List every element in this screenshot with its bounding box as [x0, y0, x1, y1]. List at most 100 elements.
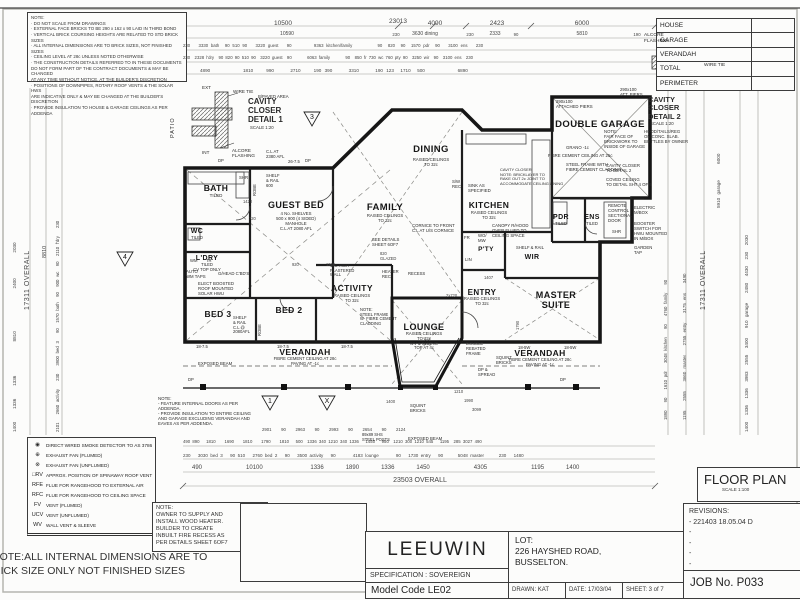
room-ens: ENS [584, 214, 600, 221]
detail1-ext-label: EXT [202, 85, 211, 90]
rfc-symbol: RFC [31, 492, 44, 498]
dim-190: 190 [633, 32, 641, 37]
areas-row-house: HOUSE [656, 17, 752, 34]
dimension-lines [29, 25, 759, 487]
cl-2380-label: C.L AT 2380 AFL [266, 149, 285, 159]
ghead-cbds-note: G/HEAD C'BD'S [218, 271, 250, 276]
dim-bottom-row1: 490 890 1810 1690 1810 1790 1810 500 133… [183, 439, 482, 444]
general-notes-box: NOTE: · DO NOT SCALE FROM DRAWINGS · EXT… [27, 12, 187, 116]
legend-box: ◉DIRECT WIRED SMOKE DETECTOR TO AS 3786 … [27, 437, 156, 536]
legend-label: FLUE FOR RANGEHOOD TO CEILING SPACE [46, 492, 146, 498]
brick-size-note-line2: BRICK SIZE ONLY NOT FINISHED SIZES [0, 565, 185, 577]
room-wc: WC [190, 228, 204, 235]
room-verandah-right-sub: FIBRE CEMENT CEILING AT 28c PAVING AT -1… [508, 357, 572, 367]
dim-90a: 90 [513, 32, 519, 37]
detail2-scale: SCALE 1:20 [650, 121, 674, 126]
wall-oven-label: WO/ MW [478, 233, 487, 243]
lot-label: LOT: [515, 535, 533, 545]
alcore-flashing-label: ALCORE FLASHING [644, 33, 668, 44]
shelf-rail-wir-note: SHELF & RAIL [516, 245, 544, 250]
revision-dash: - [689, 560, 692, 568]
title-block-logo-cell [240, 503, 367, 582]
room-ptry: P'TY [478, 246, 494, 253]
pitch-18-5w-a: 18-5W [518, 345, 531, 350]
revision-dash: - [689, 529, 692, 536]
areas-row-perimeter: PERIMETER [656, 75, 752, 92]
attached-piers-note-2: 290x100 ATT. PIERS [620, 87, 643, 97]
specification: SPECIFICATION : SOVEREIGN [370, 572, 471, 579]
exhaust-fan-unflumed-icon: ⊗ [35, 462, 40, 468]
room-family: FAMILY [366, 202, 404, 213]
dim-820-glazed: 820 GLAZED [380, 251, 397, 261]
legend-label: DIRECT WIRED SMOKE DETECTOR TO AS 3786 [46, 442, 153, 448]
dim-1790: 1790 [515, 320, 520, 330]
cavity-closer-detail-1-drawing [191, 91, 239, 149]
see-details-note: SEE DETAILS SHEET 6OF7 [372, 237, 400, 247]
revisions-cell: REVISIONS: - 221403 18.05.04 D - - - - [683, 503, 800, 572]
revision-dash: - [689, 539, 692, 547]
dp-label-3: DP [188, 377, 194, 382]
grano-note: GRANO -1c [566, 145, 589, 150]
room-entry: ENTRY [467, 288, 497, 297]
exposed-beam-note-2: EXPOSED BEAM [408, 436, 443, 441]
dim-left-col2: 1400 1336 1336 8810 2400 2030 [12, 242, 17, 432]
bpaved-label: B/PAVED AREA [258, 94, 289, 99]
pitch-18-75-c: 18-7.5 [341, 344, 353, 349]
areas-table: HOUSE GARAGE VERANDAH TOTAL PERIMETER [656, 17, 795, 92]
fv-symbol: FV [33, 502, 42, 508]
hood-tails-note: HOOD/TAILS/REG ON CONC. SLAB. BOTTLES BY… [644, 129, 689, 144]
pitch-18-75-b: 18-7.5 [277, 344, 289, 349]
room-family-sub: RAISED CEILINGS TO 32c [366, 213, 404, 223]
dim-4090: 4090 [427, 20, 443, 27]
wm-label: WM [190, 258, 198, 263]
garden-tap-note: GARDEN TAP [634, 245, 653, 255]
dim-1360: 1360 [326, 262, 336, 267]
pitch-26-75: 26-7.5 [288, 159, 300, 164]
fair-face-note: NOTE: FAIR FACE OF BRICKWORK TO INSIDE O… [604, 129, 646, 149]
linen-label: LIN [465, 257, 472, 262]
patio-label: PATIO [170, 117, 176, 138]
rfe-symbol: RFE [32, 482, 43, 488]
detail1-wire-tie-label: WIRE TIE [233, 89, 254, 94]
job-number-cell: JOB No. P033 [683, 570, 800, 599]
canopy-rangehood-note: CANOPY R/HOOD OVER FLUED TO CEILING SPAC… [492, 223, 529, 238]
room-bath: BATH [203, 183, 229, 193]
room-activity-sub: RAISED CEILINGS TO 32c [333, 293, 371, 303]
detail1-int-label: INT [202, 150, 210, 155]
dp-label-1: DP [218, 158, 224, 163]
areas-row-garage: GARAGE [656, 32, 752, 48]
model-code: Model Code LE02 [371, 585, 452, 596]
floor-plan-scale: SCALE 1:100 [722, 487, 750, 492]
dim-1210: 1210 [454, 389, 464, 394]
dim-6000: 6000 [574, 20, 590, 27]
wire-tie-label: WIRE TIE [704, 63, 726, 68]
cavity-closer-2-callout: CAVITY CLOSER TO DETAIL 2 [606, 163, 640, 173]
floor-plan-title-box: FLOOR PLAN SCALE 1:100 [697, 467, 800, 502]
fixtures [187, 133, 627, 329]
legend-label: APPROX. POSITION OF SPINAWAY ROOF VENT [46, 472, 153, 478]
attached-piers-note: 290x100 ATTACHED PIERS [556, 99, 593, 109]
sheet-number: SHEET: 3 of 7 [626, 587, 664, 593]
drawn-by: DRAWN: KAT [512, 587, 549, 593]
room-verandah-left-sub: FIBRE CEMENT CEILING AT 28c PAVING AT -1… [273, 356, 337, 366]
room-activity: ACTIVITY [331, 283, 373, 293]
dim-right-col2: 1195 2555 3660 master 2755 entry 3175 en… [682, 273, 687, 421]
dim-2x720: 2x720 [446, 293, 458, 298]
feature-doors-note: NOTE: - FEATURE INTERNAL DOORS AS PER AD… [158, 396, 251, 427]
room-lounge-sub: RAISED CEILINGS TO 32c WV & SLEEVE TOP A… [405, 331, 443, 351]
wv-symbol: WV [33, 522, 42, 528]
ucv-symbol: UCV [31, 512, 44, 518]
coved-ceiling-callout: COVED CEILING TO DETAIL SHT 4 OF 6 [606, 177, 652, 187]
dim-2333: 2333 [489, 31, 501, 37]
legend-label: WALL VENT & SLEEVE [46, 522, 97, 528]
dim-bottom-row0: 2901 90 2963 90 2993 90 2654 90 2124 [262, 427, 406, 432]
dim-row4: 230 2328 l'dry 90 820 90 510 90 3220 gue… [183, 55, 474, 60]
legend-label: VENT (UNFLUMED) [46, 512, 89, 518]
room-kitchen: KITCHEN [468, 200, 510, 210]
revisions-title: REVISIONS: [689, 508, 730, 515]
room-dining-sub: RAISED CEILINGS TO 32c [412, 157, 450, 167]
dim-23503-overall: 23503 OVERALL [393, 477, 447, 484]
shelf-rail-600-note: SHELF & RAIL 600 [266, 173, 280, 188]
room-entry-sub: RAISED CEILINGS TO 32c [463, 296, 501, 306]
room-master-suite: MASTER SUITE [535, 290, 577, 311]
